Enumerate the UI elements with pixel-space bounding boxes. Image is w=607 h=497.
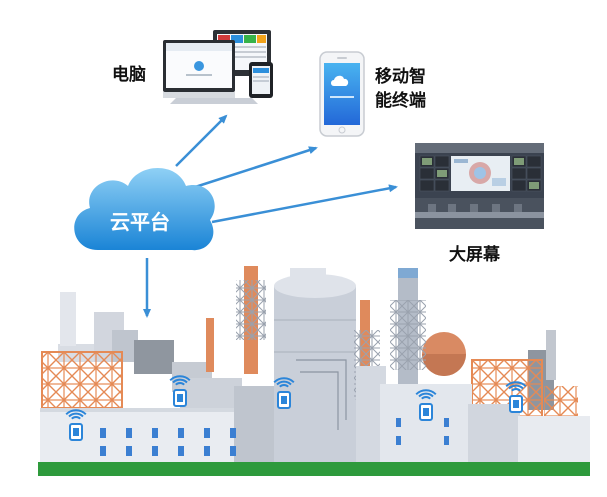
arrow-to-computer [175, 114, 228, 167]
wifi-sensor-icon [169, 375, 191, 407]
smartphone-icon [319, 51, 365, 137]
wifi-sensor-icon [65, 409, 87, 441]
factory-illustration [38, 266, 590, 476]
arrow-to-mobile [191, 146, 318, 190]
wifi-sensor-icon [415, 389, 437, 421]
bigscreen-label: 大屏幕 [449, 245, 500, 265]
wifi-sensor-icon [273, 377, 295, 409]
arrow-to-bigscreen [211, 184, 398, 224]
cloud-icon [74, 167, 215, 251]
sensors [65, 375, 527, 441]
arrows [143, 114, 398, 318]
computer-label: 电脑 [112, 65, 146, 85]
cloud-label: 云平台 [110, 210, 170, 234]
video-wall-icon [415, 143, 544, 229]
wifi-sensor-icon [505, 381, 527, 413]
mobile-label-line2: 能终端 [375, 91, 426, 111]
computer-icon [163, 30, 273, 104]
mobile-label-line1: 移动智 [375, 67, 426, 87]
